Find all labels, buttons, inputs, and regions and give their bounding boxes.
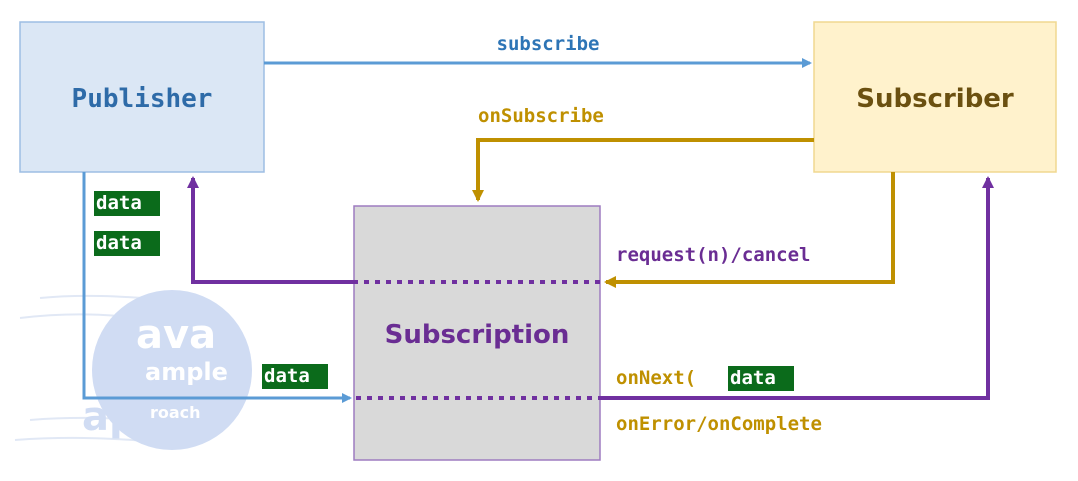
subscription-label: Subscription bbox=[385, 320, 570, 350]
on-subscribe-label: onSubscribe bbox=[478, 105, 604, 127]
data-tag-2 bbox=[94, 231, 160, 256]
data-tag-3 bbox=[262, 364, 328, 389]
watermark-line2: ample bbox=[145, 358, 228, 386]
subscriber-box bbox=[813, 21, 1057, 173]
data-tag-2-text: data bbox=[96, 232, 142, 254]
watermark-line4: roach bbox=[150, 403, 201, 422]
data-tag-3-text: data bbox=[264, 365, 310, 387]
onnext-to-subscriber-arrow bbox=[600, 176, 994, 400]
publisher-label: Publisher bbox=[72, 84, 213, 114]
on-error-complete-label: onError/onComplete bbox=[616, 413, 822, 435]
request-to-publisher-arrow bbox=[187, 176, 356, 284]
watermark-logo: ava ample app roach bbox=[14, 290, 252, 450]
request-cancel-label: request(n)/cancel bbox=[616, 244, 810, 266]
subscriber-label: Subscriber bbox=[856, 84, 1014, 114]
subscription-box bbox=[353, 205, 601, 461]
publisher-box bbox=[19, 21, 265, 173]
request-cancel-arrow bbox=[604, 172, 895, 288]
data-tag-1-text: data bbox=[96, 192, 142, 214]
data-flow-arrow bbox=[82, 172, 352, 403]
watermark-line1: ava bbox=[136, 312, 216, 358]
subscribe-label: subscribe bbox=[497, 33, 600, 55]
data-tag-1 bbox=[94, 191, 160, 216]
onnext-data-text: data bbox=[730, 367, 776, 389]
onnext-data-tag bbox=[728, 366, 794, 391]
on-subscribe-arrow bbox=[472, 138, 814, 202]
watermark-line3: app bbox=[82, 394, 166, 440]
